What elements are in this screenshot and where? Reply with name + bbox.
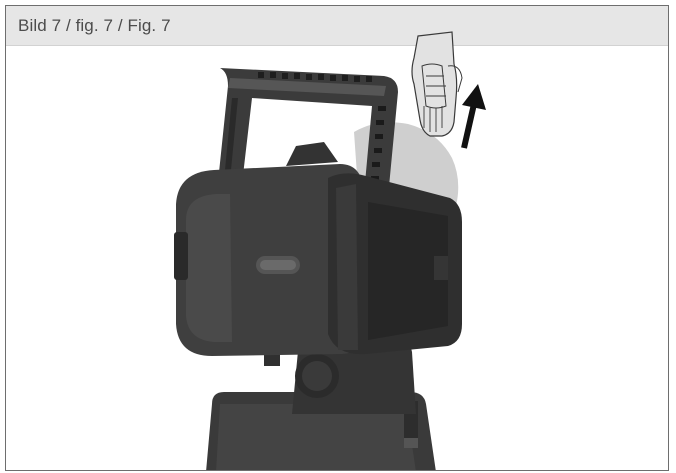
figure-frame: Bild 7 / fig. 7 / Fig. 7	[5, 5, 669, 471]
caption-bar: Bild 7 / fig. 7 / Fig. 7	[6, 6, 668, 46]
lamp-head	[174, 164, 462, 356]
hand-icon	[411, 31, 463, 137]
lamp-pivot	[264, 338, 416, 414]
top-fitting	[286, 142, 338, 166]
arrow-up-icon	[461, 84, 486, 149]
lamp-illustration	[174, 31, 486, 470]
figure-caption: Bild 7 / fig. 7 / Fig. 7	[18, 16, 171, 35]
